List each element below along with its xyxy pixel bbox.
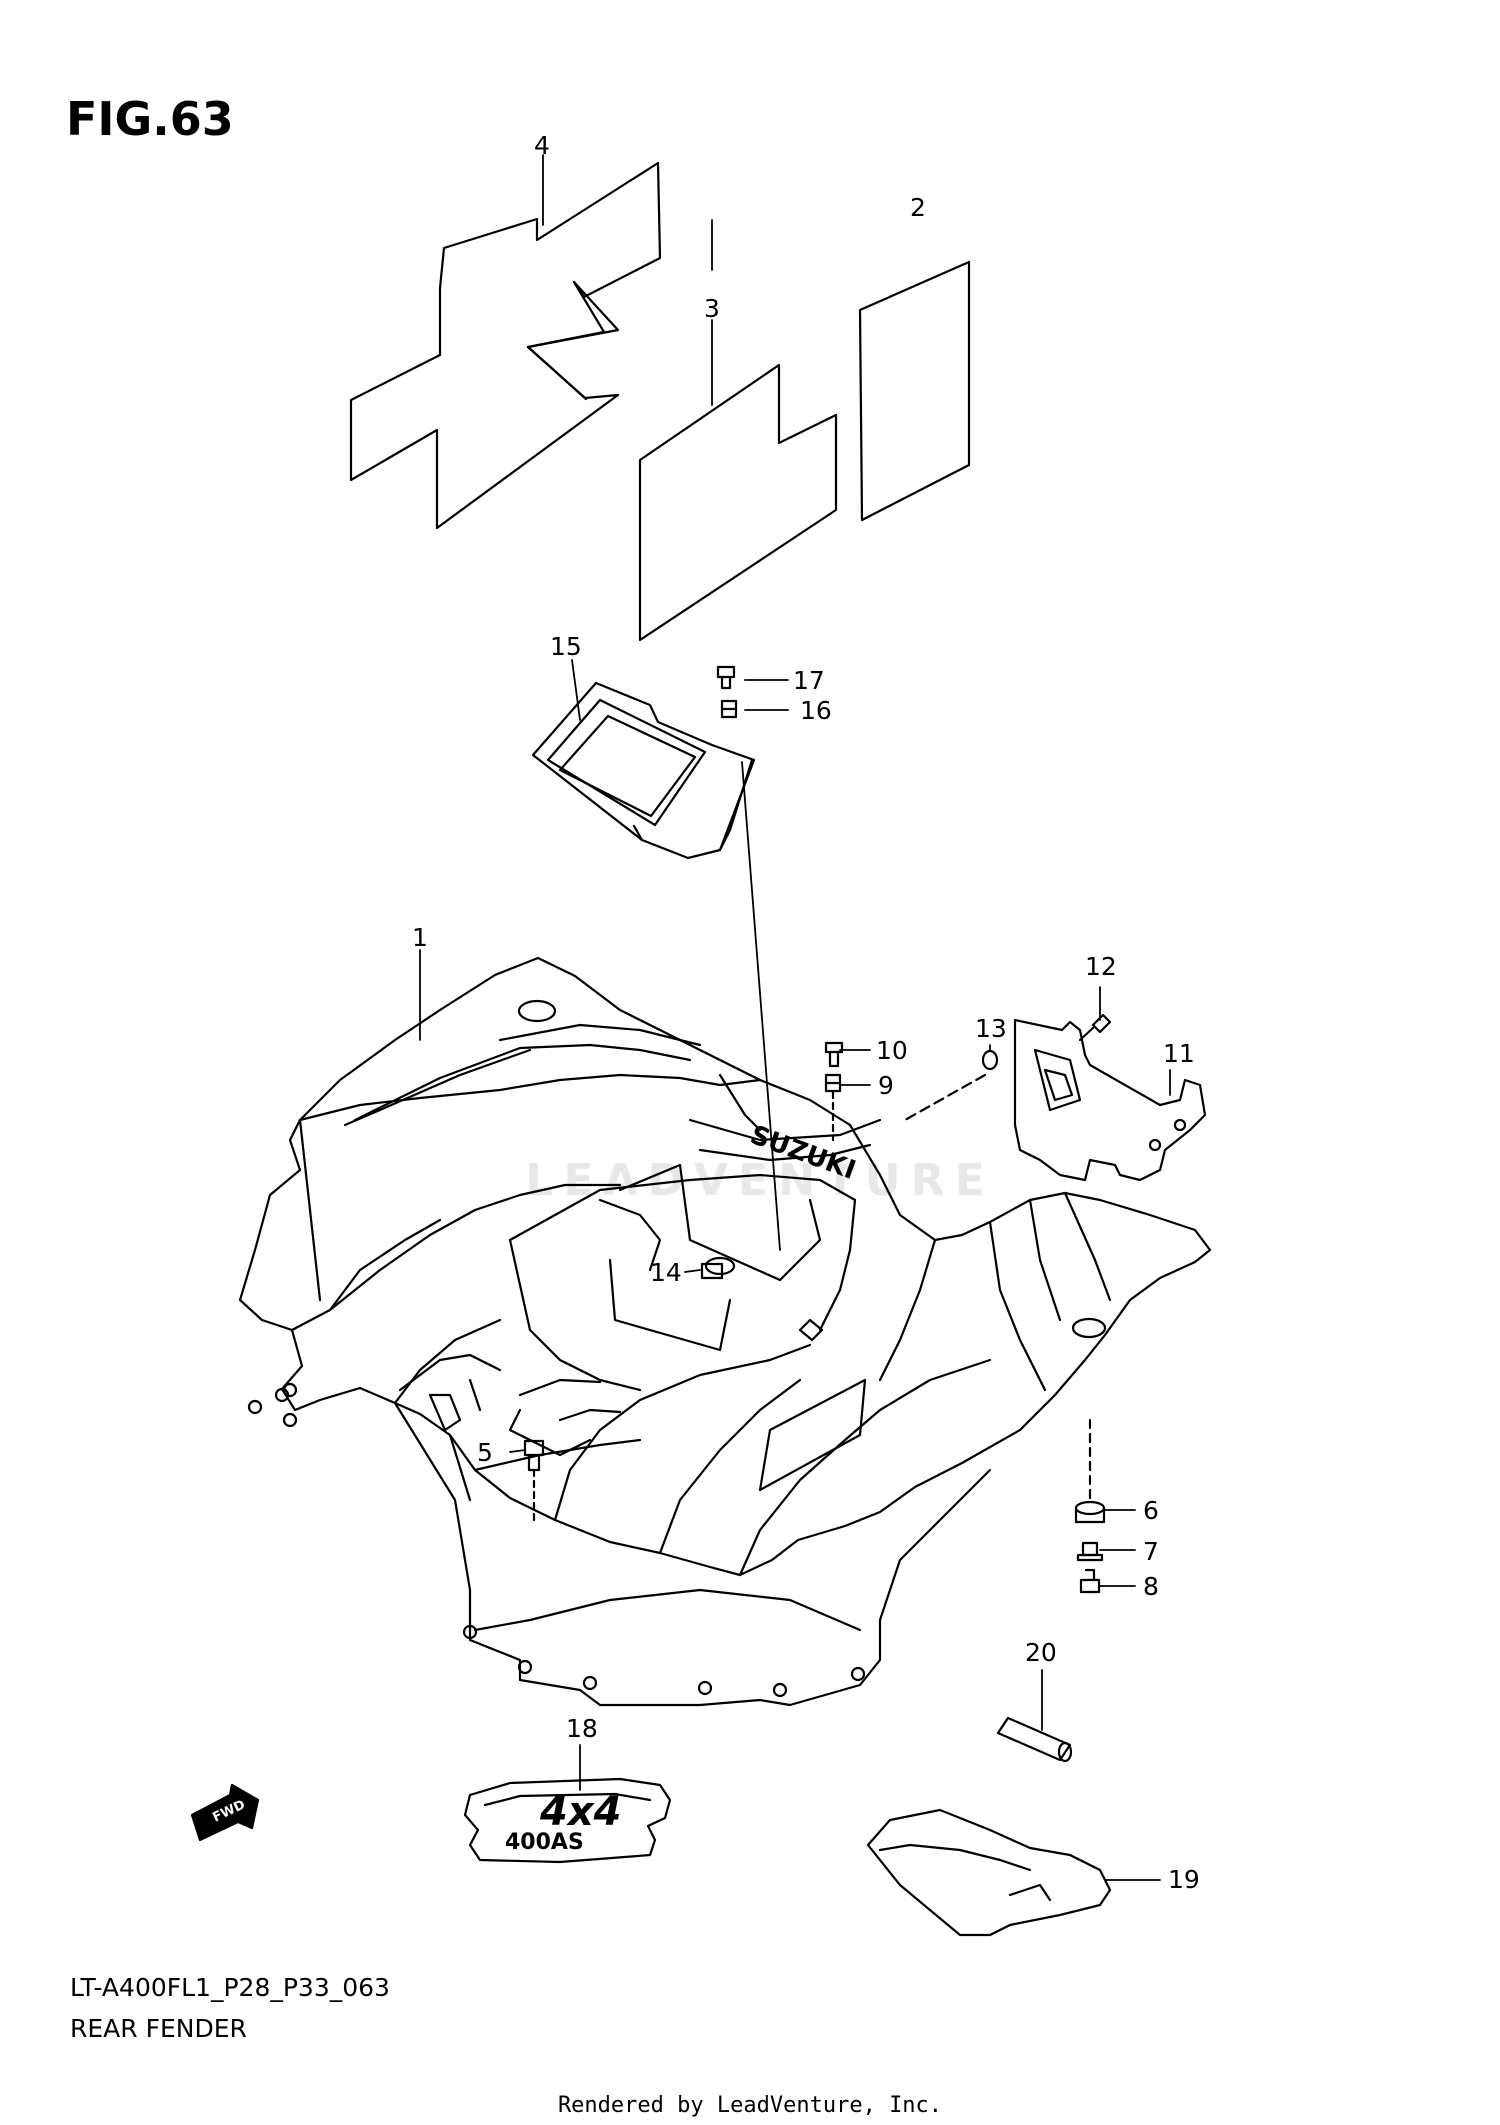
part-20-tube (996, 1716, 1073, 1763)
callout-1: 1 (412, 923, 428, 952)
part-16-nut (720, 699, 738, 719)
part-2-decal (858, 260, 971, 522)
watermark: LEADVENTURE (525, 1155, 995, 1206)
callout-8: 8 (1143, 1572, 1159, 1601)
part-17-screw (716, 665, 736, 690)
callout-12: 12 (1085, 952, 1117, 981)
part-10-screw (824, 1041, 844, 1068)
callout-20: 20 (1025, 1638, 1057, 1667)
part-9-nut (824, 1073, 842, 1142)
part-18-badge (463, 1777, 672, 1864)
leader-lines (419, 154, 1171, 1881)
part-14-grommet (700, 1262, 724, 1280)
part-6-grommet (1074, 1500, 1106, 1524)
callout-11: 11 (1163, 1039, 1195, 1068)
callout-9: 9 (878, 1071, 894, 1100)
callout-2: 2 (910, 193, 926, 222)
fwd-arrow-icon (190, 1783, 260, 1842)
callout-19: 19 (1168, 1865, 1200, 1894)
part-19-cover (866, 1808, 1112, 1937)
callout-13: 13 (975, 1014, 1007, 1043)
figure-title: FIG.63 (66, 92, 234, 146)
callout-15: 15 (550, 632, 582, 661)
part-15-box (531, 681, 756, 860)
part-12-bolt (1078, 1013, 1112, 1042)
badge-top-text: 4x4 (540, 1789, 622, 1835)
callout-18: 18 (566, 1714, 598, 1743)
callout-4: 4 (534, 131, 550, 160)
callout-14: 14 (650, 1258, 682, 1287)
part-5-bolt (523, 1439, 545, 1522)
part-13-washer (903, 1049, 999, 1122)
callout-17: 17 (793, 666, 825, 695)
part-11-bracket (1013, 1018, 1207, 1182)
callout-7: 7 (1143, 1537, 1159, 1566)
callout-10: 10 (876, 1036, 908, 1065)
part-8-bolt (1079, 1568, 1101, 1594)
callout-16: 16 (800, 696, 832, 725)
part-4-decal (349, 161, 662, 530)
callout-3: 3 (704, 294, 720, 323)
callout-6: 6 (1143, 1496, 1159, 1525)
rendered-by-credit: Rendered by LeadVenture, Inc. (557, 2093, 943, 2118)
part-1-fender (238, 956, 1212, 1707)
callout-5: 5 (477, 1438, 493, 1467)
part-7-collar (1076, 1541, 1104, 1562)
badge-bottom-text: 400AS (505, 1830, 584, 1855)
model-code: LT-A400FL1_P28_P33_063 (70, 1973, 390, 2002)
part-3-decal (638, 363, 838, 642)
section-name: REAR FENDER (70, 2014, 247, 2043)
